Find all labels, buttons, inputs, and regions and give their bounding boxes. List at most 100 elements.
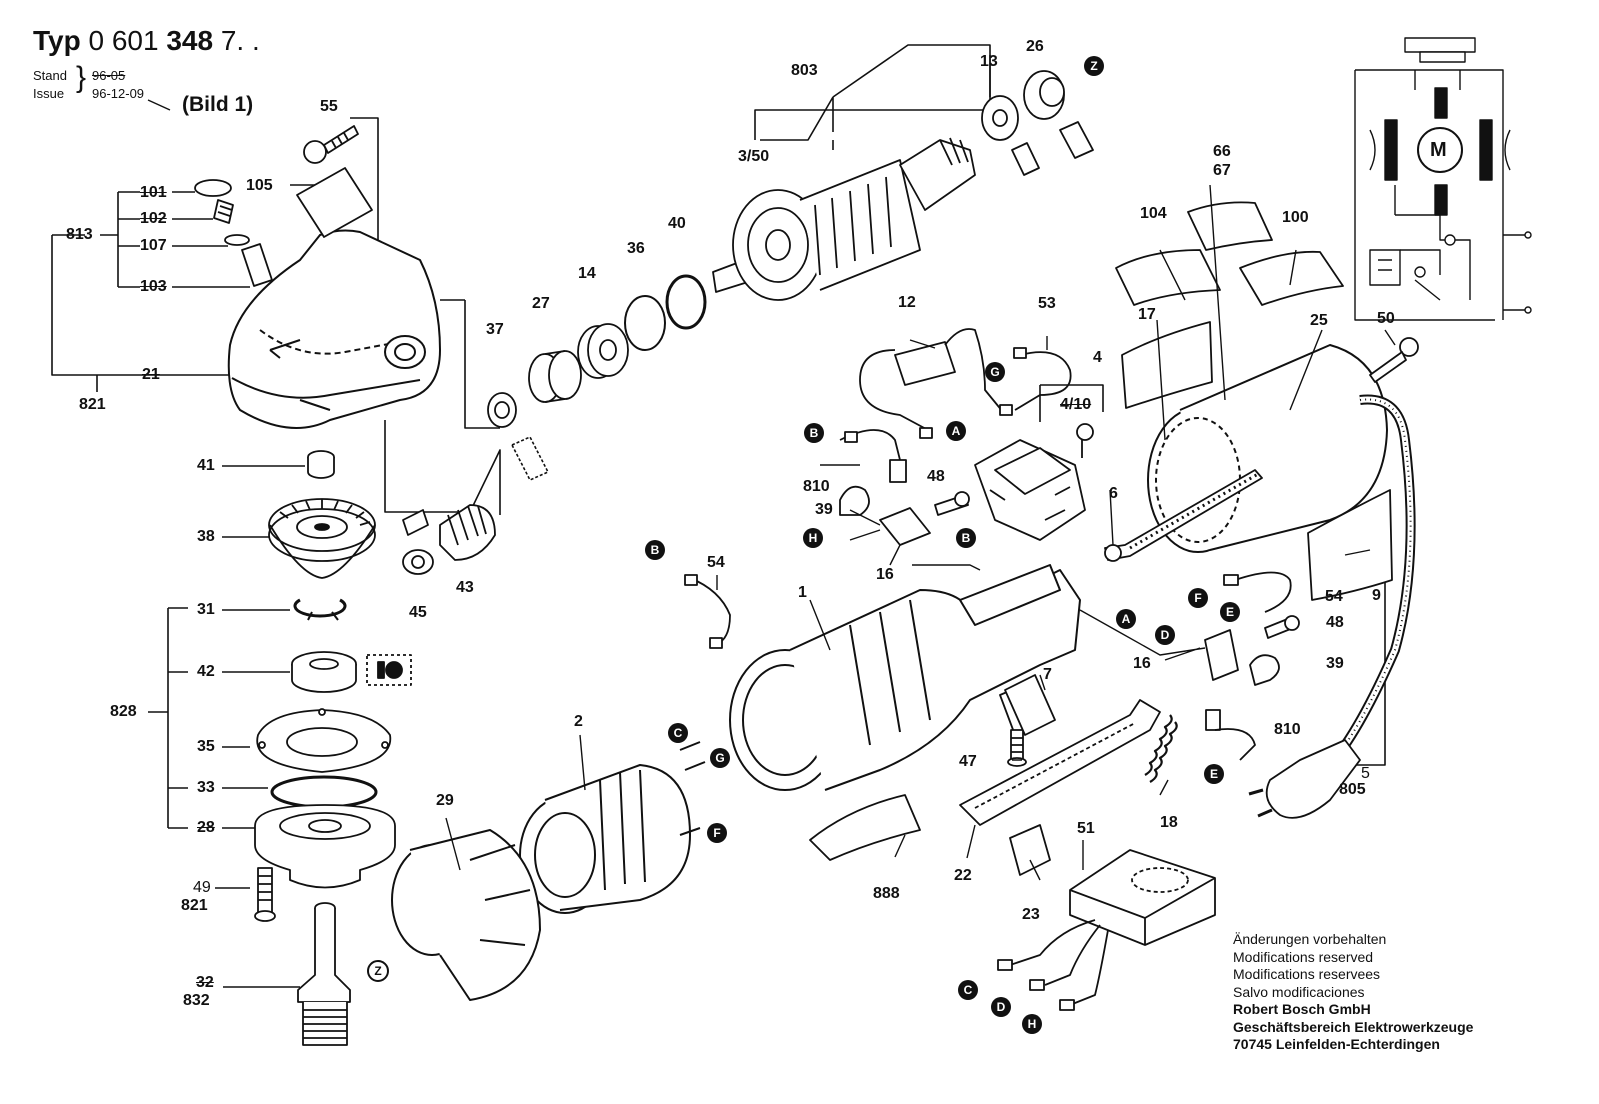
part-label: 5	[1361, 765, 1370, 782]
footer-line: Salvo modificaciones	[1233, 983, 1365, 1000]
connector-g-stator: G	[710, 748, 730, 768]
typ-suffix: 7. .	[220, 25, 260, 56]
electronics-module-51	[1069, 849, 1216, 946]
part-label: 42	[197, 663, 215, 680]
footer-company: Robert Bosch GmbH	[1233, 1001, 1371, 1017]
part-label: 810	[803, 478, 830, 495]
part-label: 888	[873, 885, 900, 902]
connector-z-bottom: Z	[367, 960, 389, 982]
figure-label: (Bild 1)	[182, 93, 254, 116]
stand-label: Stand	[33, 68, 67, 83]
part-label: 39	[815, 501, 833, 518]
connector-f-stator: F	[707, 823, 727, 843]
issue-label: Issue	[33, 86, 65, 101]
part-label: 805	[1339, 781, 1366, 798]
part-label: 32	[196, 974, 214, 991]
wiring-schematic	[1354, 37, 1532, 321]
part-label: 27	[532, 295, 550, 312]
part-label: 41	[197, 457, 215, 474]
part-label: 12	[898, 294, 916, 311]
part-label: 14	[578, 265, 596, 282]
footer-address: 70745 Leinfelden-Echterdingen	[1233, 1036, 1440, 1052]
part-label: 4/10	[1060, 396, 1092, 413]
part-label: 54	[707, 554, 725, 571]
part-label: 22	[954, 867, 972, 884]
part-label: 51	[1077, 820, 1095, 837]
part-label: 4	[1093, 349, 1102, 366]
part-label: 821	[79, 396, 106, 413]
part-label: 2	[574, 713, 583, 730]
gear-housing	[227, 229, 441, 429]
connector-g-top: G	[985, 362, 1005, 382]
part-label: 50	[1377, 310, 1395, 327]
part-label: 6	[1109, 485, 1118, 502]
part-label: 37	[486, 321, 504, 338]
connector-c-bottom: C	[958, 980, 978, 1000]
part-label: 48	[927, 468, 945, 485]
part-label: 31	[197, 601, 215, 618]
part-label: 55	[320, 98, 338, 115]
motor-symbol: M	[1430, 139, 1447, 161]
stator-2	[519, 741, 706, 914]
part-label: 821	[181, 897, 208, 914]
footer-notes: Änderungen vorbehalten Modifications res…	[1233, 931, 1473, 1054]
part-label: 17	[1138, 306, 1156, 323]
connector-e-bottom: E	[1204, 764, 1224, 784]
footer-line: Modifications reservees	[1233, 966, 1381, 982]
stand-date: 96-05	[92, 68, 126, 83]
brush-holder-4	[974, 423, 1094, 541]
part-label: 40	[668, 215, 686, 232]
part-label: 104	[1140, 205, 1167, 222]
part-label: 25	[1310, 312, 1328, 329]
part-label: 39	[1326, 655, 1344, 672]
connector-d-bottom: D	[991, 997, 1011, 1017]
part-label: 103	[140, 278, 167, 295]
part-label: 35	[197, 738, 215, 755]
part-label: 813	[66, 226, 93, 243]
part-label: 832	[183, 992, 210, 1009]
switch-rod-22	[959, 679, 1161, 826]
typ-number: 0 601	[88, 25, 159, 56]
connector-b-right: B	[956, 528, 976, 548]
connector-h-bottom: H	[1022, 1014, 1042, 1034]
footer-line: Änderungen vorbehalten	[1233, 931, 1387, 947]
part-label: 67	[1213, 162, 1231, 179]
connector-a-top: A	[946, 421, 966, 441]
screw-55	[303, 125, 359, 164]
part-label: 38	[197, 528, 215, 545]
part-label: 49	[193, 879, 211, 896]
part-label: 3/50	[738, 148, 770, 165]
part-label: 803	[791, 62, 818, 79]
model-heading: Typ 0 601 348 7. .	[33, 26, 260, 56]
part-label: 1	[798, 584, 807, 601]
part-label: 33	[197, 779, 215, 796]
part-label: 7	[1043, 666, 1052, 683]
part-label: 47	[959, 753, 977, 770]
motor-housing-25	[1147, 344, 1388, 553]
part-label: 48	[1326, 614, 1344, 631]
connector-h-top: H	[803, 528, 823, 548]
connector-e-top: E	[1220, 602, 1240, 622]
connector-b-left: B	[804, 423, 824, 443]
part-label: 26	[1026, 38, 1044, 55]
part-label: 36	[627, 240, 645, 257]
typ-bold: 348	[166, 25, 214, 56]
issue-date: 96-12-09	[92, 86, 145, 101]
part-label: 45	[409, 604, 427, 621]
spindle-32	[297, 902, 351, 1046]
part-label: 66	[1213, 143, 1231, 160]
part-label: 23	[1022, 906, 1040, 923]
part-label: 21	[142, 366, 160, 383]
part-label: 28	[197, 819, 215, 836]
connector-b-wire: B	[645, 540, 665, 560]
motor-housing-1	[729, 564, 1081, 791]
fan-baffle-29	[391, 829, 541, 1001]
part-label: 43	[456, 579, 474, 596]
part-label: 101	[140, 184, 167, 201]
part-label: 18	[1160, 814, 1178, 831]
part-label: 53	[1038, 295, 1056, 312]
part-label: 102	[140, 210, 167, 227]
part-label: 54	[1325, 588, 1343, 605]
part-label: 105	[246, 177, 273, 194]
